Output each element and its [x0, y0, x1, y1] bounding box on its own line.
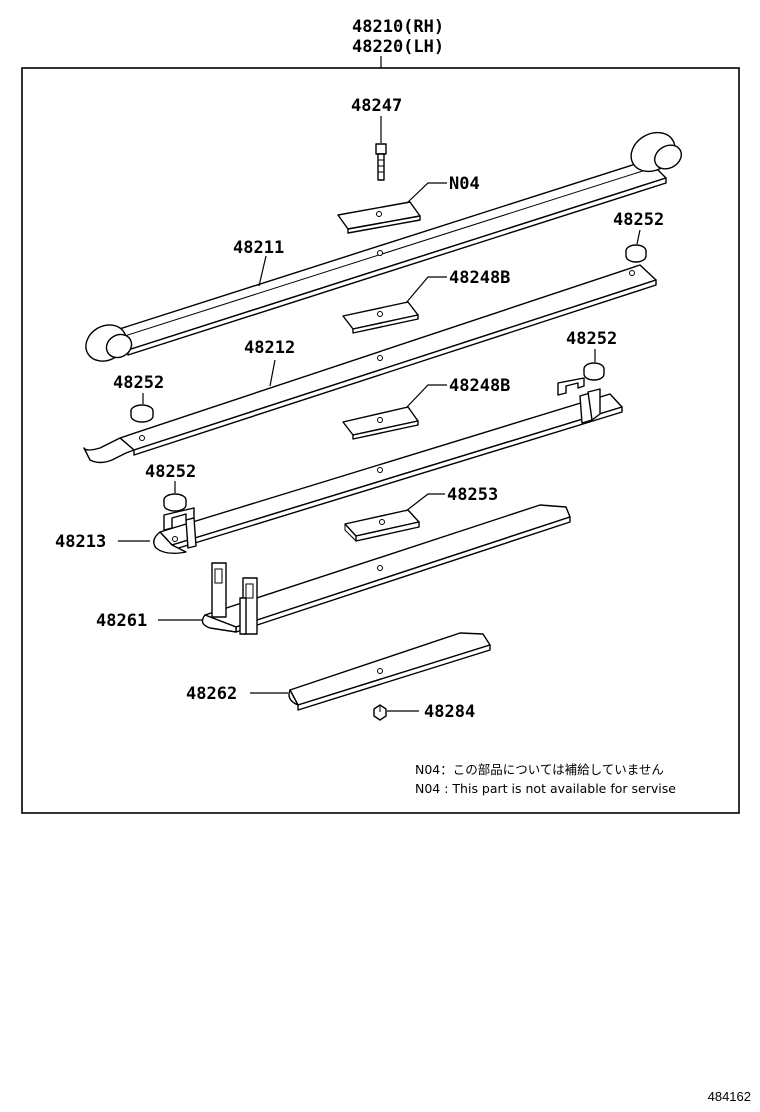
cap-left-lower-label[interactable]: 48252: [145, 462, 196, 482]
cap-left-upper-label[interactable]: 48252: [113, 373, 164, 393]
n04-leader: [406, 182, 447, 204]
n04-label[interactable]: N04: [449, 174, 480, 194]
leaf-no5-part[interactable]: [288, 632, 491, 711]
leaf-no4-part[interactable]: [201, 504, 571, 635]
insert-upper-label[interactable]: 48248B: [449, 268, 510, 288]
insert-upper-part[interactable]: [342, 301, 419, 334]
leaf-no2-leader: [269, 359, 276, 387]
insert-upper-leader: [405, 276, 447, 304]
bolt-label[interactable]: 48247: [351, 96, 402, 116]
leaf-no5-label[interactable]: 48262: [186, 684, 237, 704]
assembly-rh-label[interactable]: 48210(RH): [352, 17, 444, 37]
note-english: N04 : This part is not available for ser…: [415, 781, 676, 796]
assembly-lh-label[interactable]: 48220(LH): [352, 37, 444, 57]
leaf-no2-label[interactable]: 48212: [244, 338, 295, 358]
cap-left-upper-part[interactable]: [130, 404, 154, 423]
cap-left-lower-part[interactable]: [163, 493, 187, 512]
figure-reference-number: 484162: [708, 1089, 751, 1104]
nut-label[interactable]: 48284: [424, 702, 475, 722]
note-japanese: N04：この部品については補給していません: [415, 762, 664, 777]
leaf-no1-leader: [258, 255, 267, 287]
nut-part[interactable]: [373, 704, 387, 721]
leaf-no4-label[interactable]: 48261: [96, 611, 147, 631]
cap-top-right-label[interactable]: 48252: [613, 210, 664, 230]
leaf-no1-label[interactable]: 48211: [233, 238, 284, 258]
leaf-no3-part[interactable]: [153, 377, 623, 555]
cap-right-mid-part[interactable]: [583, 362, 605, 381]
spacer-leader: [405, 493, 445, 512]
spacer-part[interactable]: [344, 509, 420, 542]
cap-right-mid-label[interactable]: 48252: [566, 329, 617, 349]
cap-top-right-leader: [636, 229, 641, 245]
leaf-no3-label[interactable]: 48213: [55, 532, 106, 552]
n04-insert-part[interactable]: [337, 201, 421, 234]
cap-top-right-part[interactable]: [625, 244, 647, 263]
assembly-frame: [21, 67, 740, 814]
leaf-no2-part[interactable]: [83, 264, 657, 464]
insert-lower-label[interactable]: 48248B: [449, 376, 510, 396]
spacer-label[interactable]: 48253: [447, 485, 498, 505]
insert-lower-leader: [405, 384, 447, 409]
bolt-part[interactable]: [375, 143, 387, 181]
insert-lower-part[interactable]: [342, 406, 419, 440]
leaf-no1-part[interactable]: [79, 125, 685, 368]
